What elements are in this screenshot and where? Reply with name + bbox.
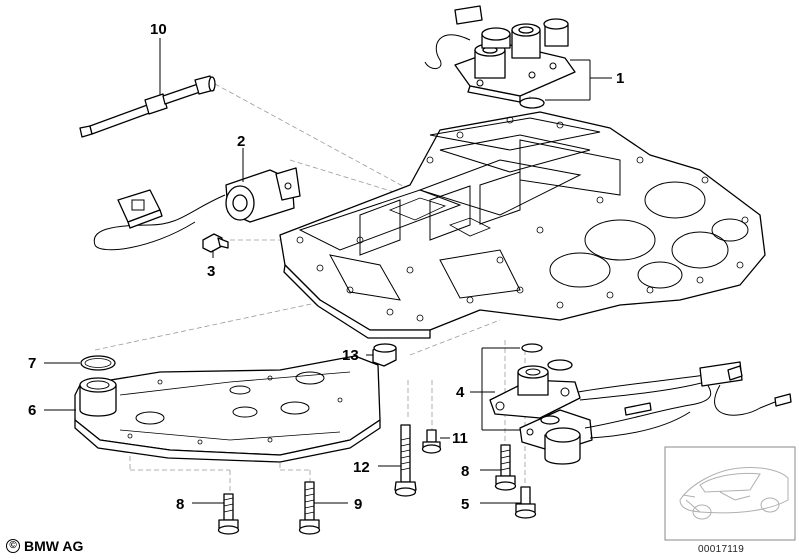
- o-ring-top: [519, 97, 545, 109]
- callout-6: 6: [28, 402, 36, 419]
- part-3-screw: [202, 233, 229, 253]
- part-13-nut: [372, 343, 397, 367]
- document-number: 00017119: [698, 544, 745, 555]
- callout-5: 5: [461, 496, 469, 513]
- vehicle-thumbnail: [664, 446, 796, 541]
- car-silhouette-icon: [679, 467, 789, 520]
- brand-label: BMW AG: [24, 538, 84, 554]
- callout-2: 2: [237, 133, 245, 150]
- callout-8-right: 8: [461, 463, 469, 480]
- callout-10: 10: [150, 21, 167, 38]
- valve-body-housing: [279, 111, 766, 339]
- callout-3: 3: [207, 263, 215, 280]
- callout-11: 11: [452, 430, 468, 447]
- callout-1: 1: [616, 70, 624, 87]
- callout-8-left: 8: [176, 496, 184, 513]
- callout-7: 7: [28, 355, 36, 372]
- part-8-bolt-left: [217, 493, 240, 535]
- callout-13: 13: [342, 347, 359, 364]
- part-12-long-bolt: [394, 424, 417, 497]
- callout-9: 9: [354, 496, 362, 513]
- leader-lines: [44, 38, 612, 504]
- o-ring-inner-edge: [84, 358, 112, 368]
- callout-4: 4: [456, 384, 465, 401]
- copyright-credit: © BMW AG: [6, 538, 83, 554]
- part-2-solenoid-with-plug: [93, 167, 301, 251]
- part-9-bolt: [298, 481, 321, 535]
- part-11-short-bolt: [421, 429, 442, 454]
- part-5-bolt: [514, 486, 537, 519]
- callout-labels: 10 2 3 1 7 6 13 4 11 12 8 5 8 9: [28, 21, 624, 513]
- callout-12: 12: [353, 459, 370, 476]
- part-8-bolt-right: [494, 444, 517, 491]
- part-4-solenoid-pair: [489, 343, 792, 465]
- part-10-sensor-rod: [79, 75, 216, 138]
- part-1-solenoid-block: [424, 5, 576, 103]
- copyright-icon: ©: [6, 539, 20, 553]
- part-6-oil-filter: [74, 355, 381, 463]
